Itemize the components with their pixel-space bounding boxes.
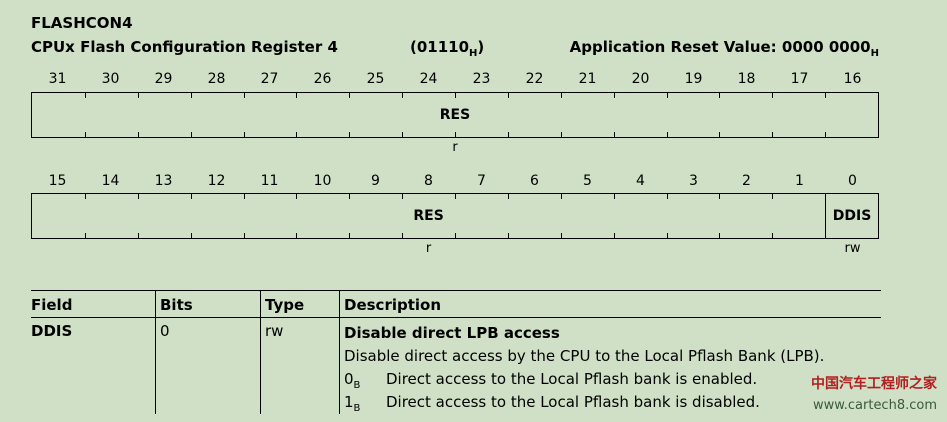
field-access: r [452,140,458,155]
field-access: r [425,241,432,256]
register-field-ddis: DDIS [825,194,878,238]
bit-number: 6 [530,173,539,189]
bit-number: 15 [48,173,67,189]
watermark: 中国汽车工程师之家 www.cartech8.com [811,373,937,417]
bit-number: 2 [742,173,751,189]
bit-number: 17 [790,71,809,87]
watermark-url: www.cartech8.com [813,398,937,413]
bit-number: 26 [313,71,332,87]
bit-number: 23 [472,71,491,87]
bit-number: 27 [260,71,279,87]
bit-number: 12 [207,173,226,189]
upper-register-bar: RES [31,92,879,138]
table-row: DDIS 0 rw Disable direct LPB access Disa… [31,317,881,414]
bit-number: 9 [371,173,380,189]
register-field-res: RES [413,208,444,224]
row-bits: 0 [155,317,261,414]
bit-number: 1 [795,173,804,189]
desc-title: Disable direct LPB access [344,324,560,342]
row-type: rw [260,317,340,414]
bit-number: 18 [737,71,756,87]
row-field: DDIS [31,322,73,340]
bit-number: 7 [477,173,486,189]
value-0: 0B Direct access to the Local Pflash ban… [344,370,758,391]
header-type: Type [260,290,340,318]
bit-number: 14 [101,173,120,189]
header-description: Description [339,290,881,318]
bit-number: 20 [631,71,650,87]
row-description: Disable direct LPB access Disable direct… [339,317,881,414]
bit-number: 29 [154,71,173,87]
bit-number: 22 [525,71,544,87]
bit-number: 31 [48,71,67,87]
header-bits: Bits [155,290,261,318]
bit-number: 21 [578,71,597,87]
lower-register-bar: RES DDIS [31,193,879,239]
reset-value: Application Reset Value: 0000 0000H [569,38,879,59]
bit-number: 8 [424,173,433,189]
upper-bit-numbers: 31 30 29 28 27 26 25 24 23 22 21 20 19 18 17 16 [31,71,879,89]
desc-text: Disable direct access by the CPU to the … [344,347,825,365]
field-table: Field Bits Type Description DDIS 0 rw Di… [31,290,881,414]
register-name: FLASHCON4 [31,14,133,32]
bit-number: 25 [366,71,385,87]
bit-number: 28 [207,71,226,87]
bit-number: 3 [689,173,698,189]
register-long-name: CPUx Flash Configuration Register 4 [31,38,338,56]
field-access: rw [844,241,861,256]
bit-number: 16 [843,71,862,87]
bit-number: 11 [260,173,279,189]
bit-number: 0 [848,173,857,189]
bit-number: 10 [313,173,332,189]
bit-number: 30 [101,71,120,87]
register-field-res: RES [439,107,471,123]
bit-number: 4 [636,173,645,189]
value-1: 1B Direct access to the Local Pflash ban… [344,393,760,414]
register-address: (01110H) [410,38,485,59]
bit-number: 19 [684,71,703,87]
upper-access-row: r [31,140,879,156]
table-header-row: Field Bits Type Description [31,290,881,318]
bit-number: 13 [154,173,173,189]
header-field: Field [31,290,156,318]
watermark-text-cn: 中国汽车工程师之家 [811,376,937,392]
lower-access-row: r rw [31,241,879,257]
bit-number: 24 [419,71,438,87]
bit-number: 5 [583,173,592,189]
